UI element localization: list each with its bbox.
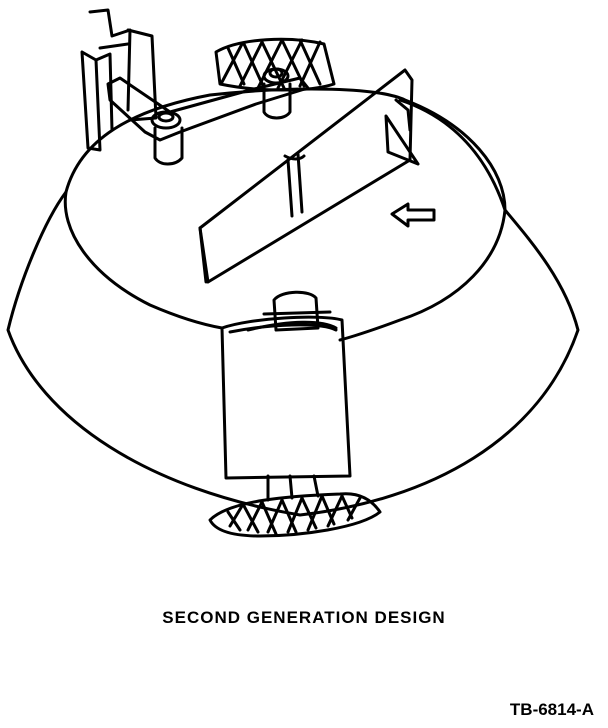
bottom-knurled-foot (208, 474, 382, 538)
vane-blade (198, 68, 420, 284)
technical-illustration (6, 8, 580, 538)
top-knurled-cap (214, 37, 336, 92)
housing-top-rim-left (63, 190, 224, 330)
mounting-bracket (80, 8, 158, 152)
linkage-arm (106, 67, 310, 166)
figure-number: TB-6814-A (509, 700, 594, 719)
figure-caption: SECOND GENERATION DESIGN (162, 608, 446, 627)
direction-arrow-icon (390, 202, 436, 228)
housing-body (6, 98, 580, 517)
front-plug (220, 290, 352, 480)
housing-top-rim (64, 87, 507, 342)
